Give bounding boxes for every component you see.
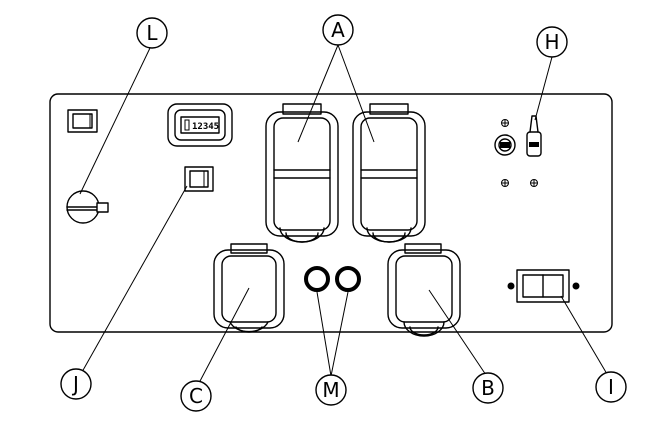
callout-c: C [180,380,212,412]
svg-text:J: J [71,372,79,396]
svg-text:M: M [322,378,339,402]
callout-i: I [595,371,627,403]
circuit-breakers [304,266,361,292]
hour-meter: 12345 [167,103,233,147]
rocker-switch-j [184,166,214,192]
receptacle-c [213,243,285,333]
receptacle-b [387,243,461,337]
callout-b: B [472,372,504,404]
rocker-switch-i [507,269,580,303]
callout-j: J [60,368,92,400]
svg-text:H: H [544,30,559,54]
rocker-switch-small-top [67,109,98,133]
svg-text:C: C [189,384,203,408]
mounting-screws [501,179,538,187]
callout-l: L [136,17,168,49]
receptacle-a-right [352,103,426,243]
dc-outlet-assembly [494,115,542,187]
control-panel [49,93,613,333]
callout-m: M [315,374,347,406]
rotary-selector-knob [66,190,109,224]
callout-h: H [536,26,568,58]
leader-lines [79,44,608,384]
svg-text:B: B [481,376,495,400]
svg-text:L: L [146,21,158,45]
receptacle-a-left [265,103,339,243]
dc-outlet-screw-top [501,119,509,127]
svg-text:I: I [608,375,614,399]
callout-a: A [322,14,354,46]
hour-meter-reading: 12345 [192,122,219,132]
svg-text:A: A [331,18,345,42]
